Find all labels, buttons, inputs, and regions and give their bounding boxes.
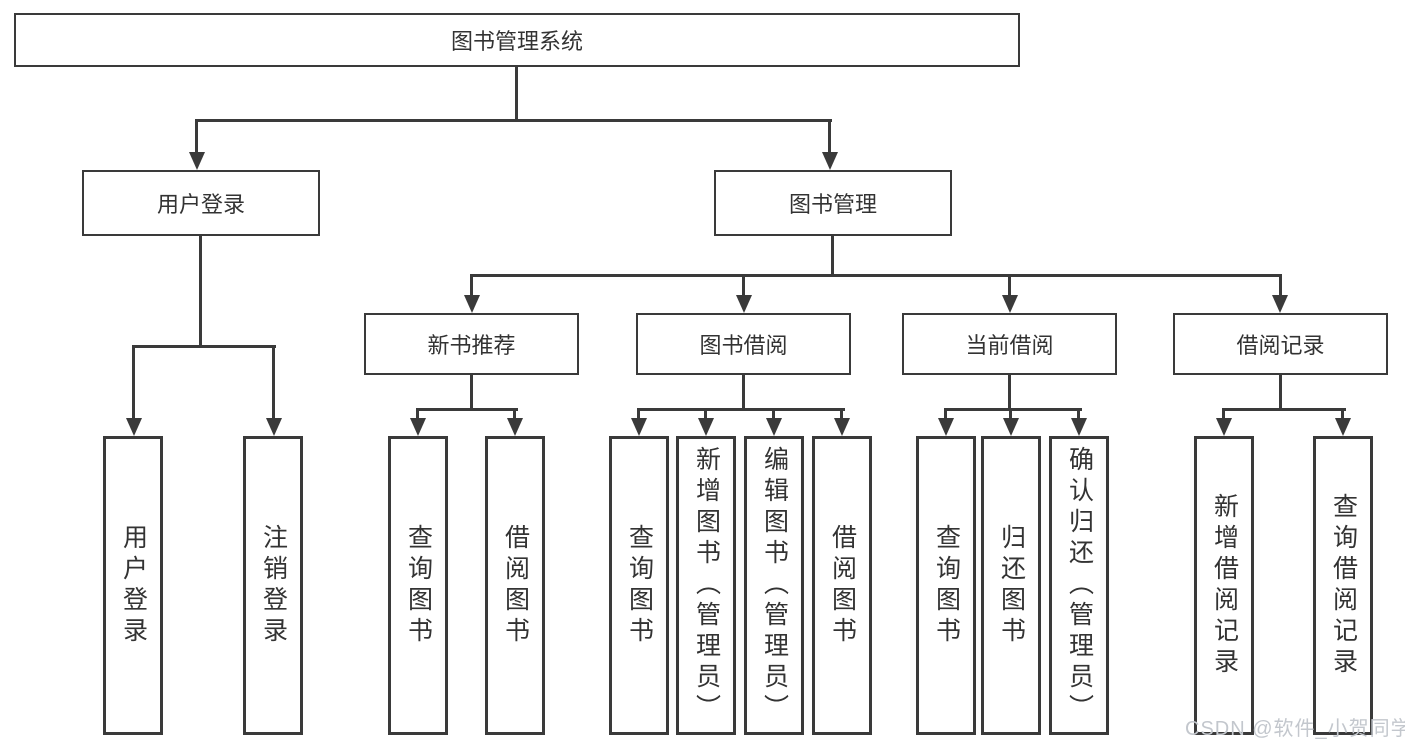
node-book-management-label: 图书管理 [788,192,877,217]
leaf-add-borrow-record: 新增借阅记录 [1194,436,1254,735]
connector-vline [515,67,518,119]
leaf-edit-book-admin: 编辑图书（管理员） [744,436,804,735]
node-book-borrow-label: 图书借阅 [699,333,788,358]
leaf-query-books-borrow: 查询图书 [609,436,669,735]
leaf-borrow-books-recommend: 借阅图书 [485,436,545,735]
arrow-down-icon [507,418,523,436]
leaf-confirm-return-admin-label: 确认归还（管理员） [1065,446,1094,725]
arrow-down-icon [1002,295,1018,313]
connector-vline [272,345,275,421]
node-book-management: 图书管理 [714,170,952,236]
node-root: 图书管理系统 [14,13,1020,67]
leaf-edit-book-admin-label: 编辑图书（管理员） [760,446,789,725]
connector-vline [831,236,834,274]
leaf-logout-label: 注销登录 [259,523,288,648]
connector-vline [1341,408,1344,421]
connector-vline [513,408,516,421]
connector-vline [1222,408,1225,421]
arrow-down-icon [126,418,142,436]
connector-vline [1279,375,1282,408]
connector-hline [944,408,1082,411]
connector-hline [132,345,276,348]
arrow-down-icon [631,418,647,436]
arrow-down-icon [1272,295,1288,313]
node-new-book-recommend-label: 新书推荐 [427,333,516,358]
leaf-query-books-borrow-label: 查询图书 [625,523,654,648]
connector-vline [742,375,745,408]
leaf-query-books-current-label: 查询图书 [932,523,961,648]
connector-hline [195,119,832,122]
node-current-borrow: 当前借阅 [902,313,1117,375]
leaf-borrow-books-label: 借阅图书 [828,523,857,648]
arrow-down-icon [938,418,954,436]
connector-hline [416,408,518,411]
connector-vline [416,408,419,421]
connector-vline [1008,375,1011,408]
arrow-down-icon [834,418,850,436]
arrow-down-icon [698,418,714,436]
arrow-down-icon [266,418,282,436]
arrow-down-icon [189,152,205,170]
leaf-user-login: 用户登录 [103,436,163,735]
node-book-borrow: 图书借阅 [636,313,851,375]
arrow-down-icon [410,418,426,436]
leaf-return-book: 归还图书 [981,436,1041,735]
connector-vline [132,345,135,421]
connector-vline [470,375,473,408]
connector-vline [470,274,473,298]
node-borrow-records: 借阅记录 [1173,313,1388,375]
watermark: CSDN @软件_小贺同学 [1185,718,1405,740]
arrow-down-icon [1071,418,1087,436]
leaf-confirm-return-admin: 确认归还（管理员） [1049,436,1109,735]
arrow-down-icon [1216,418,1232,436]
leaf-user-login-label: 用户登录 [119,523,148,648]
leaf-logout: 注销登录 [243,436,303,735]
leaf-return-book-label: 归还图书 [997,523,1026,648]
connector-hline [637,408,845,411]
leaf-borrow-books: 借阅图书 [812,436,872,735]
connector-vline [195,119,198,155]
connector-vline [199,236,202,345]
leaf-query-books-recommend-label: 查询图书 [404,523,433,648]
connector-vline [1077,408,1080,421]
arrow-down-icon [1003,418,1019,436]
node-borrow-records-label: 借阅记录 [1236,333,1325,358]
connector-vline [637,408,640,421]
connector-vline [772,408,775,421]
connector-vline [704,408,707,421]
arrow-down-icon [766,418,782,436]
leaf-query-books-current: 查询图书 [916,436,976,735]
arrow-down-icon [464,295,480,313]
connector-vline [1009,408,1012,421]
connector-hline [1222,408,1346,411]
arrow-down-icon [736,295,752,313]
leaf-borrow-books-recommend-label: 借阅图书 [501,523,530,648]
connector-vline [1279,274,1282,298]
leaf-add-book-admin: 新增图书（管理员） [676,436,736,735]
connector-hline [470,274,1282,277]
connector-vline [742,274,745,298]
node-user-login: 用户登录 [82,170,320,236]
leaf-add-book-admin-label: 新增图书（管理员） [692,446,721,725]
node-current-borrow-label: 当前借阅 [965,333,1054,358]
arrow-down-icon [1335,418,1351,436]
connector-vline [944,408,947,421]
node-new-book-recommend: 新书推荐 [364,313,579,375]
connector-vline [828,119,831,155]
connector-vline [1008,274,1011,298]
leaf-add-borrow-record-label: 新增借阅记录 [1210,492,1239,679]
leaf-query-borrow-record-label: 查询借阅记录 [1329,492,1358,679]
arrow-down-icon [822,152,838,170]
node-user-login-label: 用户登录 [156,192,245,217]
node-root-label: 图书管理系统 [450,29,583,54]
leaf-query-borrow-record: 查询借阅记录 [1313,436,1373,735]
connector-vline [840,408,843,421]
leaf-query-books-recommend: 查询图书 [388,436,448,735]
